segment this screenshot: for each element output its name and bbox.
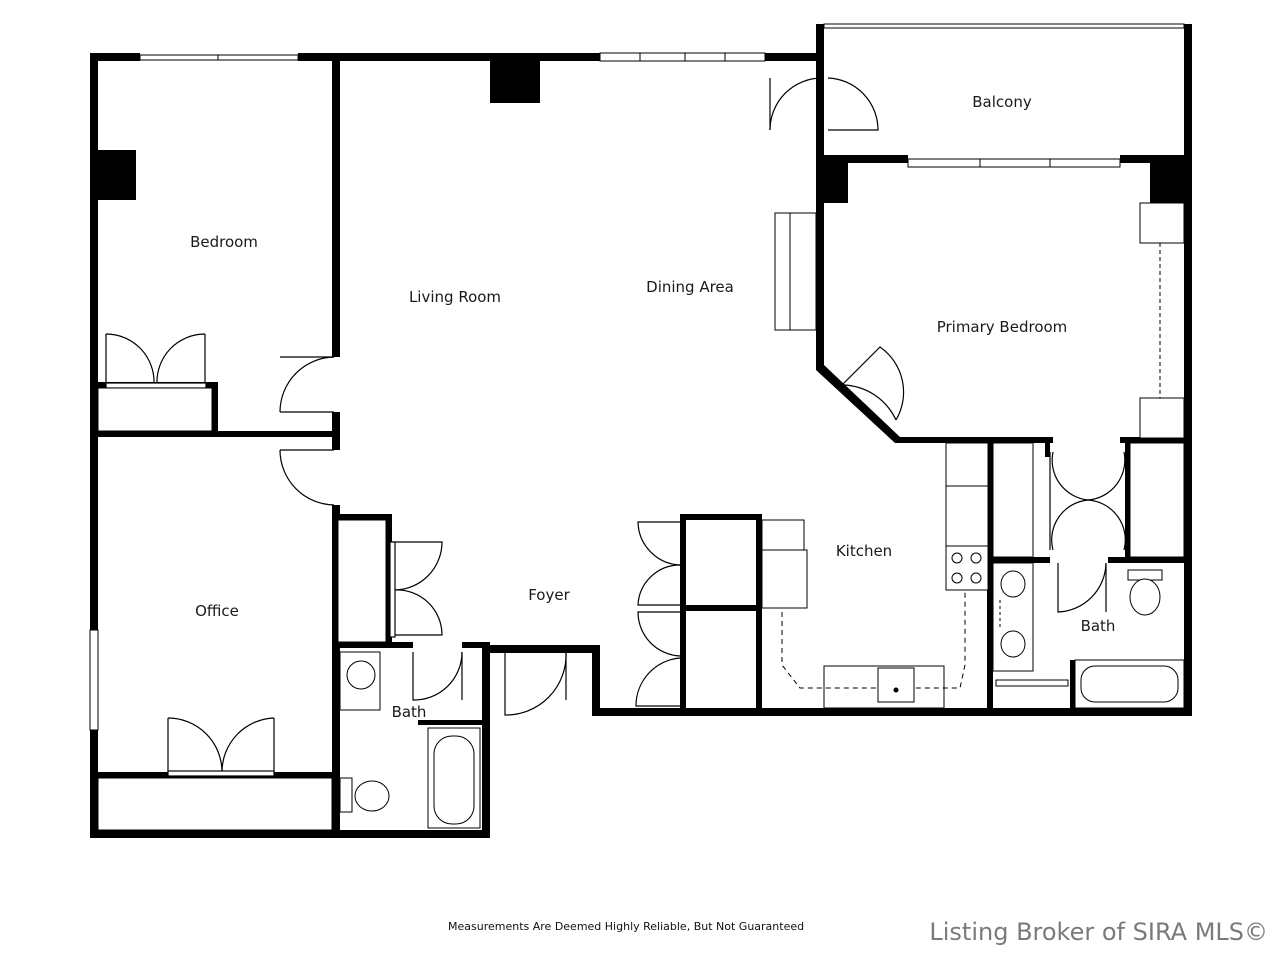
label-bath-hall: Bath [392,703,427,721]
label-living-room: Living Room [409,288,501,306]
label-office: Office [195,602,239,620]
label-bath-primary: Bath [1081,617,1116,635]
disclaimer-text: Measurements Are Deemed Highly Reliable,… [448,920,805,933]
fixtures [97,202,1185,831]
windows [89,23,1185,731]
label-balcony: Balcony [972,93,1032,111]
label-kitchen: Kitchen [836,542,892,560]
label-foyer: Foyer [528,586,570,604]
watermark-text: Listing Broker of SIRA MLS© [929,918,1268,946]
label-bedroom: Bedroom [190,233,258,251]
label-dining-area: Dining Area [646,278,734,296]
walls [90,24,1192,838]
doors [105,77,1129,777]
label-primary-bedroom: Primary Bedroom [937,318,1068,336]
room-labels: Balcony Bedroom Living Room Dining Area … [190,93,1115,721]
